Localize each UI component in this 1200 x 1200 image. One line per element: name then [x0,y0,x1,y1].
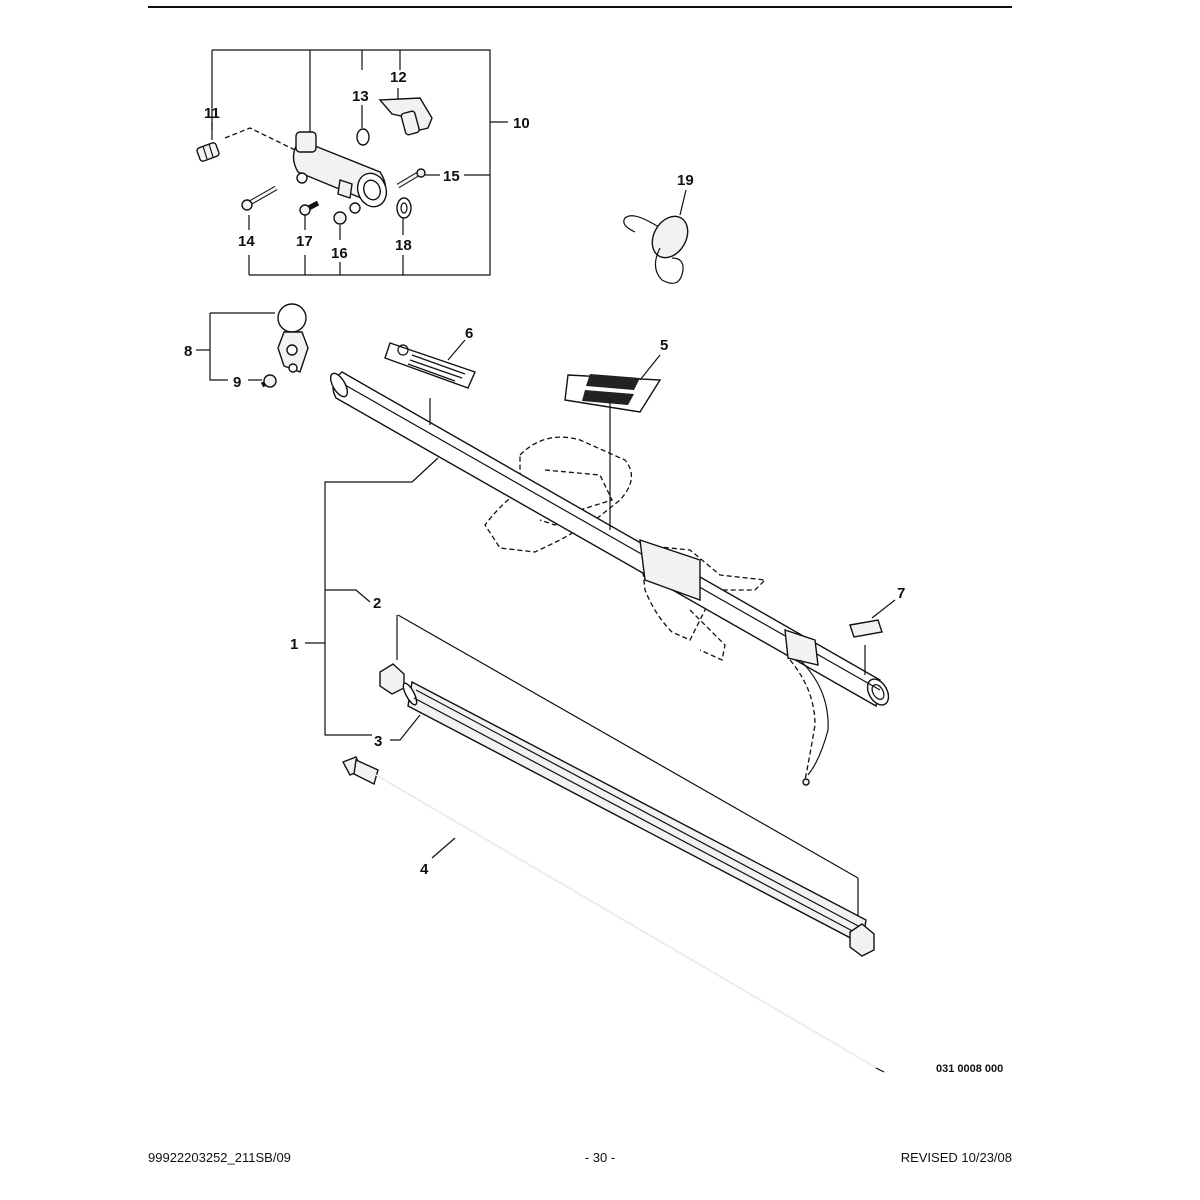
callout-13: 13 [352,88,369,105]
callout-16: 16 [331,245,348,262]
sleeve-part-2-a [379,663,405,695]
callout-12: 12 [390,69,407,86]
label-part-6: 6 [384,325,476,389]
footer-doc-number: 99922203252_211SB/09 [148,1150,291,1165]
washer-part-13 [356,128,370,146]
callout-18: 18 [395,237,412,254]
figure-code: 031 0008 000 [936,1063,1003,1075]
liner-group: 2 3 [325,589,875,957]
callout-4: 4 [420,861,429,878]
washer-part-18 [396,197,412,219]
screw-part-17 [299,200,320,216]
handle-assembly-group: 11 13 12 10 15 14 17 16 18 [196,49,530,276]
callout-5: 5 [660,337,668,354]
decal-part-5: 5 [564,337,668,413]
callout-9: 9 [233,374,241,391]
liner-part-3 [402,680,867,946]
callout-2: 2 [373,595,381,612]
callout-6: 6 [465,325,473,342]
fitting-part-11 [196,142,220,162]
callout-14: 14 [238,233,255,250]
wing-knob-part-12 [378,97,433,136]
clamp-body-part-10 [292,131,388,214]
clamp-group-8: 8 9 [184,303,309,391]
callout-3: 3 [374,733,382,750]
callout-1: 1 [290,636,298,653]
bolt-part-14 [241,185,278,211]
sleeve-part-2-b [849,923,875,957]
nut-part-16 [333,211,347,225]
footer-revision-date: REVISED 10/23/08 [900,1150,1012,1165]
clamp-part-8 [277,303,309,373]
callout-19: 19 [677,172,694,189]
label-part-7: 7 [849,585,905,638]
callout-15: 15 [443,168,460,185]
shaft-tube-part-1: 1 [290,371,890,786]
drive-shaft-part-4: 4 [342,756,885,1073]
callout-7: 7 [897,585,905,602]
callout-17: 17 [296,233,313,250]
callout-10: 10 [513,115,530,132]
callout-11: 11 [204,105,220,122]
screw-part-9 [260,374,277,388]
bolt-part-15 [396,168,426,189]
footer-page-number: - 30 - [584,1150,616,1165]
callout-8: 8 [184,343,192,360]
hook-part-19: 19 [623,172,694,284]
